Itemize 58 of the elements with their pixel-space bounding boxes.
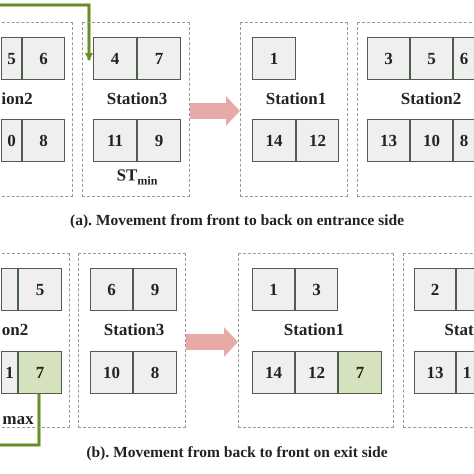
station-label: Station2: [400, 89, 462, 109]
station-label: ion2: [1, 89, 33, 109]
slot-cell: 5: [1, 37, 22, 80]
slot-cell: 1: [252, 37, 296, 80]
station-label: Station3: [104, 320, 164, 340]
slot-cell: 10: [410, 119, 453, 162]
station-tag: ST$_{min}$: [116, 165, 158, 189]
station-label: Station1: [284, 320, 344, 340]
connector-line: [0, 393, 40, 446]
station-label: Station3: [106, 89, 168, 109]
slot-cell: 2: [414, 268, 456, 311]
slot-cell: 11: [93, 119, 137, 162]
block-arrow: [186, 327, 238, 357]
slot-cell: 10: [90, 351, 133, 394]
slot-cell: 6: [453, 37, 474, 80]
station-panel: [78, 253, 186, 428]
slot-cell: 5: [410, 37, 453, 80]
station-panel: [82, 22, 190, 197]
station-label: Station1: [266, 89, 326, 109]
slot-cell: 6: [90, 268, 133, 311]
slot-cell: 8: [133, 351, 177, 394]
arrow: [0, 4, 93, 61]
caption: (a). Movement from front to back on entrance side: [70, 212, 404, 230]
slot-cell: 3: [367, 37, 410, 80]
slot-cell: 14: [252, 351, 295, 394]
station-label: Stat: [444, 320, 474, 340]
caption: (b). Movement from back to front on exit side: [86, 444, 388, 462]
station-panel: [0, 22, 73, 197]
station-panel: [240, 22, 348, 197]
slot-cell: [456, 268, 474, 311]
slot-cell: 6: [22, 37, 65, 80]
station-panel: [238, 253, 394, 428]
slot-cell: 1: [252, 268, 295, 311]
slot-cell: 7: [338, 351, 382, 394]
slot-cell: 8: [453, 119, 474, 162]
slot-cell: 14: [252, 119, 296, 162]
slot-cell: 3: [295, 268, 338, 311]
station-panel: [403, 253, 474, 428]
slot-cell: 12: [296, 119, 339, 162]
block-arrow: [190, 96, 240, 126]
station-tag: max: [2, 409, 34, 429]
slot-cell: 8: [22, 119, 65, 162]
station-panel: [0, 253, 70, 428]
slot-cell: 7: [137, 37, 181, 80]
slot-cell: 4: [93, 37, 137, 80]
slot-cell: 13: [367, 119, 410, 162]
slot-cell: 9: [133, 268, 177, 311]
slot-cell: 7: [18, 351, 62, 394]
slot-cell: 1: [456, 351, 474, 394]
station-label: on2: [2, 320, 28, 340]
slot-cell: [1, 268, 18, 311]
slot-cell: 12: [295, 351, 338, 394]
slot-cell: 5: [18, 268, 62, 311]
slot-cell: 9: [137, 119, 181, 162]
slot-cell: 0: [1, 119, 22, 162]
slot-cell: 13: [414, 351, 456, 394]
station-panel: [357, 22, 474, 197]
slot-cell: 1: [1, 351, 18, 394]
